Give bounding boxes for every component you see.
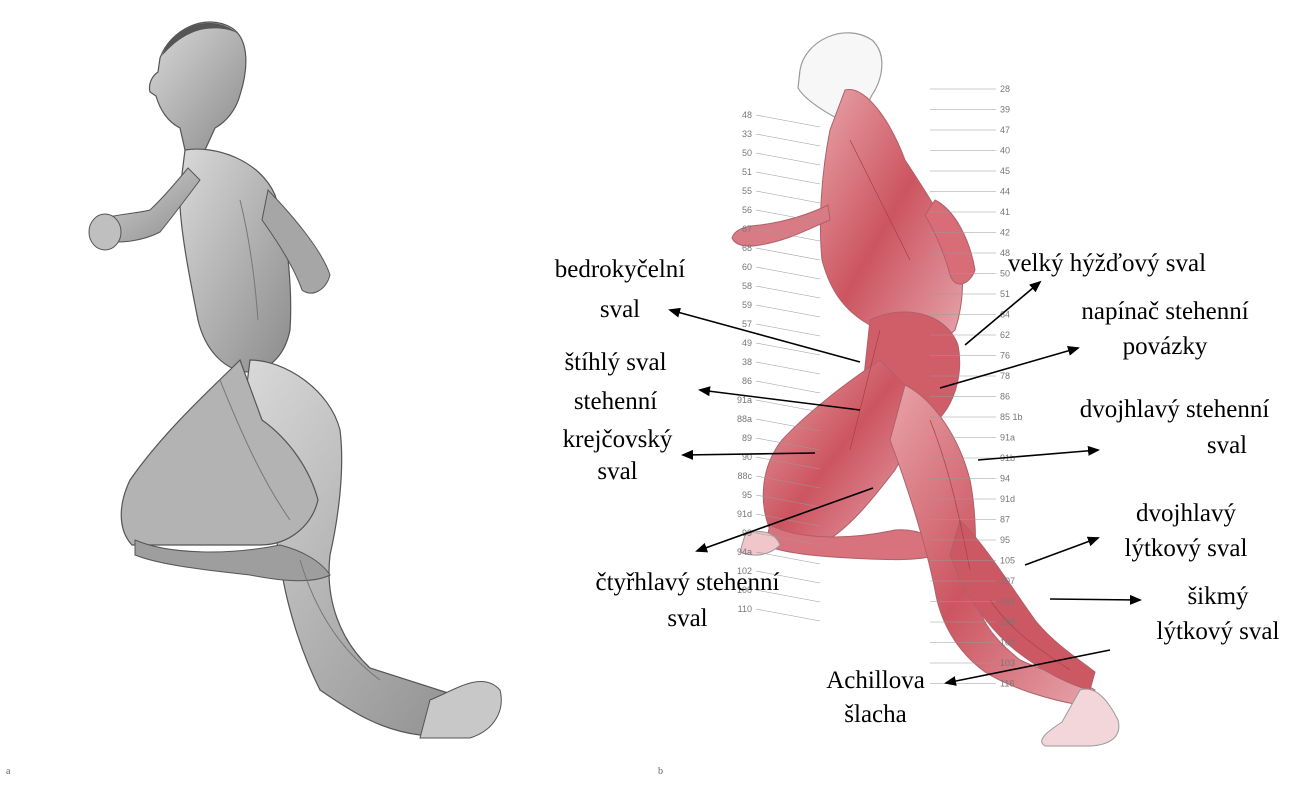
figure-letter-b: b	[658, 766, 663, 777]
plate-leader-line	[756, 324, 820, 336]
plate-number: 116	[1000, 679, 1014, 689]
label-line: šlacha	[808, 700, 943, 730]
plate-number: 51	[742, 167, 752, 177]
plate-number: 91d	[737, 509, 752, 519]
label-napinac: napínač stehenní povázky	[1050, 297, 1280, 362]
label-line: lýtkový sval	[1138, 617, 1298, 647]
plate-number: 88a	[737, 414, 752, 424]
plate-leader-line	[756, 191, 820, 203]
plate-number: 42	[1000, 228, 1010, 238]
label-line: lýtkový sval	[1106, 534, 1266, 564]
label-line: napínač stehenní	[1050, 297, 1280, 327]
muscle-figure	[732, 33, 1119, 746]
plate-number: 44	[1000, 187, 1010, 197]
plate-number: 68	[742, 243, 752, 253]
plate-number: 50	[742, 148, 752, 158]
plate-number: 86	[742, 376, 752, 386]
label-line: bedrokyčelní	[535, 255, 705, 285]
label-achillova: Achillova šlacha	[808, 666, 943, 730]
label-line: sval	[535, 295, 705, 325]
plate-leader-line	[756, 172, 820, 184]
plate-number: 39	[1000, 105, 1010, 115]
label-line: Achillova	[808, 666, 943, 696]
plate-number: 78	[1000, 371, 1010, 381]
label-ctyrhlavy: čtyřhlavý stehenní sval	[565, 568, 810, 634]
plate-number: 88c	[737, 471, 752, 481]
plate-number: 28	[1000, 84, 1010, 94]
plate-leader-line	[756, 286, 820, 298]
arrow-dvojhlavy-lytkovy	[1025, 538, 1098, 565]
plate-number: 101	[1000, 597, 1015, 607]
plate-number: 105	[1000, 556, 1015, 566]
label-line: čtyřhlavý stehenní	[565, 568, 810, 598]
label-line: povázky	[1050, 332, 1280, 362]
plate-number: 60	[742, 262, 752, 272]
plate-leader-line	[756, 115, 820, 127]
plate-number: 95	[1000, 535, 1010, 545]
plate-leader-line	[756, 362, 820, 374]
label-dvojhlavy-lytkovy: dvojhlavý lýtkový sval	[1106, 499, 1266, 564]
plate-leader-line	[756, 134, 820, 146]
plate-number: 89	[742, 433, 752, 443]
plate-number: 108	[1000, 617, 1015, 627]
plate-number: 94	[1000, 474, 1010, 484]
label-line: šikmý	[1138, 582, 1298, 612]
label-krejcovsky: krejčovský sval	[550, 425, 685, 487]
plate-leader-line	[756, 153, 820, 165]
arrow-sikmy-lytkovy	[1050, 599, 1140, 600]
plate-number: 41	[1000, 207, 1010, 217]
plate-number: 57	[742, 319, 752, 329]
plate-number: 58	[742, 281, 752, 291]
plate-number: 33	[742, 129, 752, 139]
label-line: sval	[550, 457, 685, 487]
plate-number: 62	[1000, 330, 1010, 340]
plate-number: 40	[1000, 146, 1010, 156]
plate-number: 59	[742, 300, 752, 310]
plate-leader-line	[756, 267, 820, 279]
label-line: dvojhlavý	[1106, 499, 1266, 529]
plate-number: 49	[742, 338, 752, 348]
plate-number: 45	[1000, 166, 1010, 176]
label-line: sval	[1052, 431, 1297, 461]
plate-number: 47	[1000, 125, 1010, 135]
label-velky-hyzdovy: velký hýžďový sval	[992, 249, 1222, 279]
label-line: krejčovský	[550, 425, 685, 455]
plate-number: 94a	[737, 547, 752, 557]
plate-number: 102	[1000, 638, 1015, 648]
runner-sketch	[89, 22, 501, 738]
plate-number: 87	[1000, 515, 1010, 525]
plate-number: 51	[1000, 289, 1010, 299]
plate-number: 91a	[1000, 433, 1015, 443]
label-dvojhlavy-stehenni: dvojhlavý stehenní sval	[1052, 395, 1297, 461]
plate-number: 55	[742, 186, 752, 196]
label-line: stehenní	[548, 387, 683, 417]
plate-number: 76	[1000, 351, 1010, 361]
figure-letter-a: a	[6, 766, 10, 777]
label-sikmy-lytkovy: šikmý lýtkový sval	[1138, 582, 1298, 647]
label-line: štíhlý sval	[548, 348, 683, 378]
plate-number: 107	[1000, 576, 1015, 586]
plate-leader-line	[756, 381, 820, 393]
plate-leader-line	[756, 305, 820, 317]
label-line: dvojhlavý stehenní	[1052, 395, 1297, 425]
plate-number: 86	[1000, 392, 1010, 402]
label-line: sval	[565, 604, 810, 634]
plate-leader-line	[756, 248, 820, 260]
label-line: velký hýžďový sval	[992, 249, 1222, 279]
plate-number: 38	[742, 357, 752, 367]
plate-number: 56	[742, 205, 752, 215]
plate-number: 67	[742, 224, 752, 234]
plate-number: 103	[1000, 658, 1015, 668]
plate-number: 95	[742, 490, 752, 500]
plate-number: 85 1b	[1000, 412, 1023, 422]
plate-number: 48	[742, 110, 752, 120]
plate-number: 91d	[1000, 494, 1015, 504]
label-bedrokycelni: bedrokyčelní sval	[535, 255, 705, 325]
label-stihly: štíhlý sval stehenní	[548, 348, 683, 417]
